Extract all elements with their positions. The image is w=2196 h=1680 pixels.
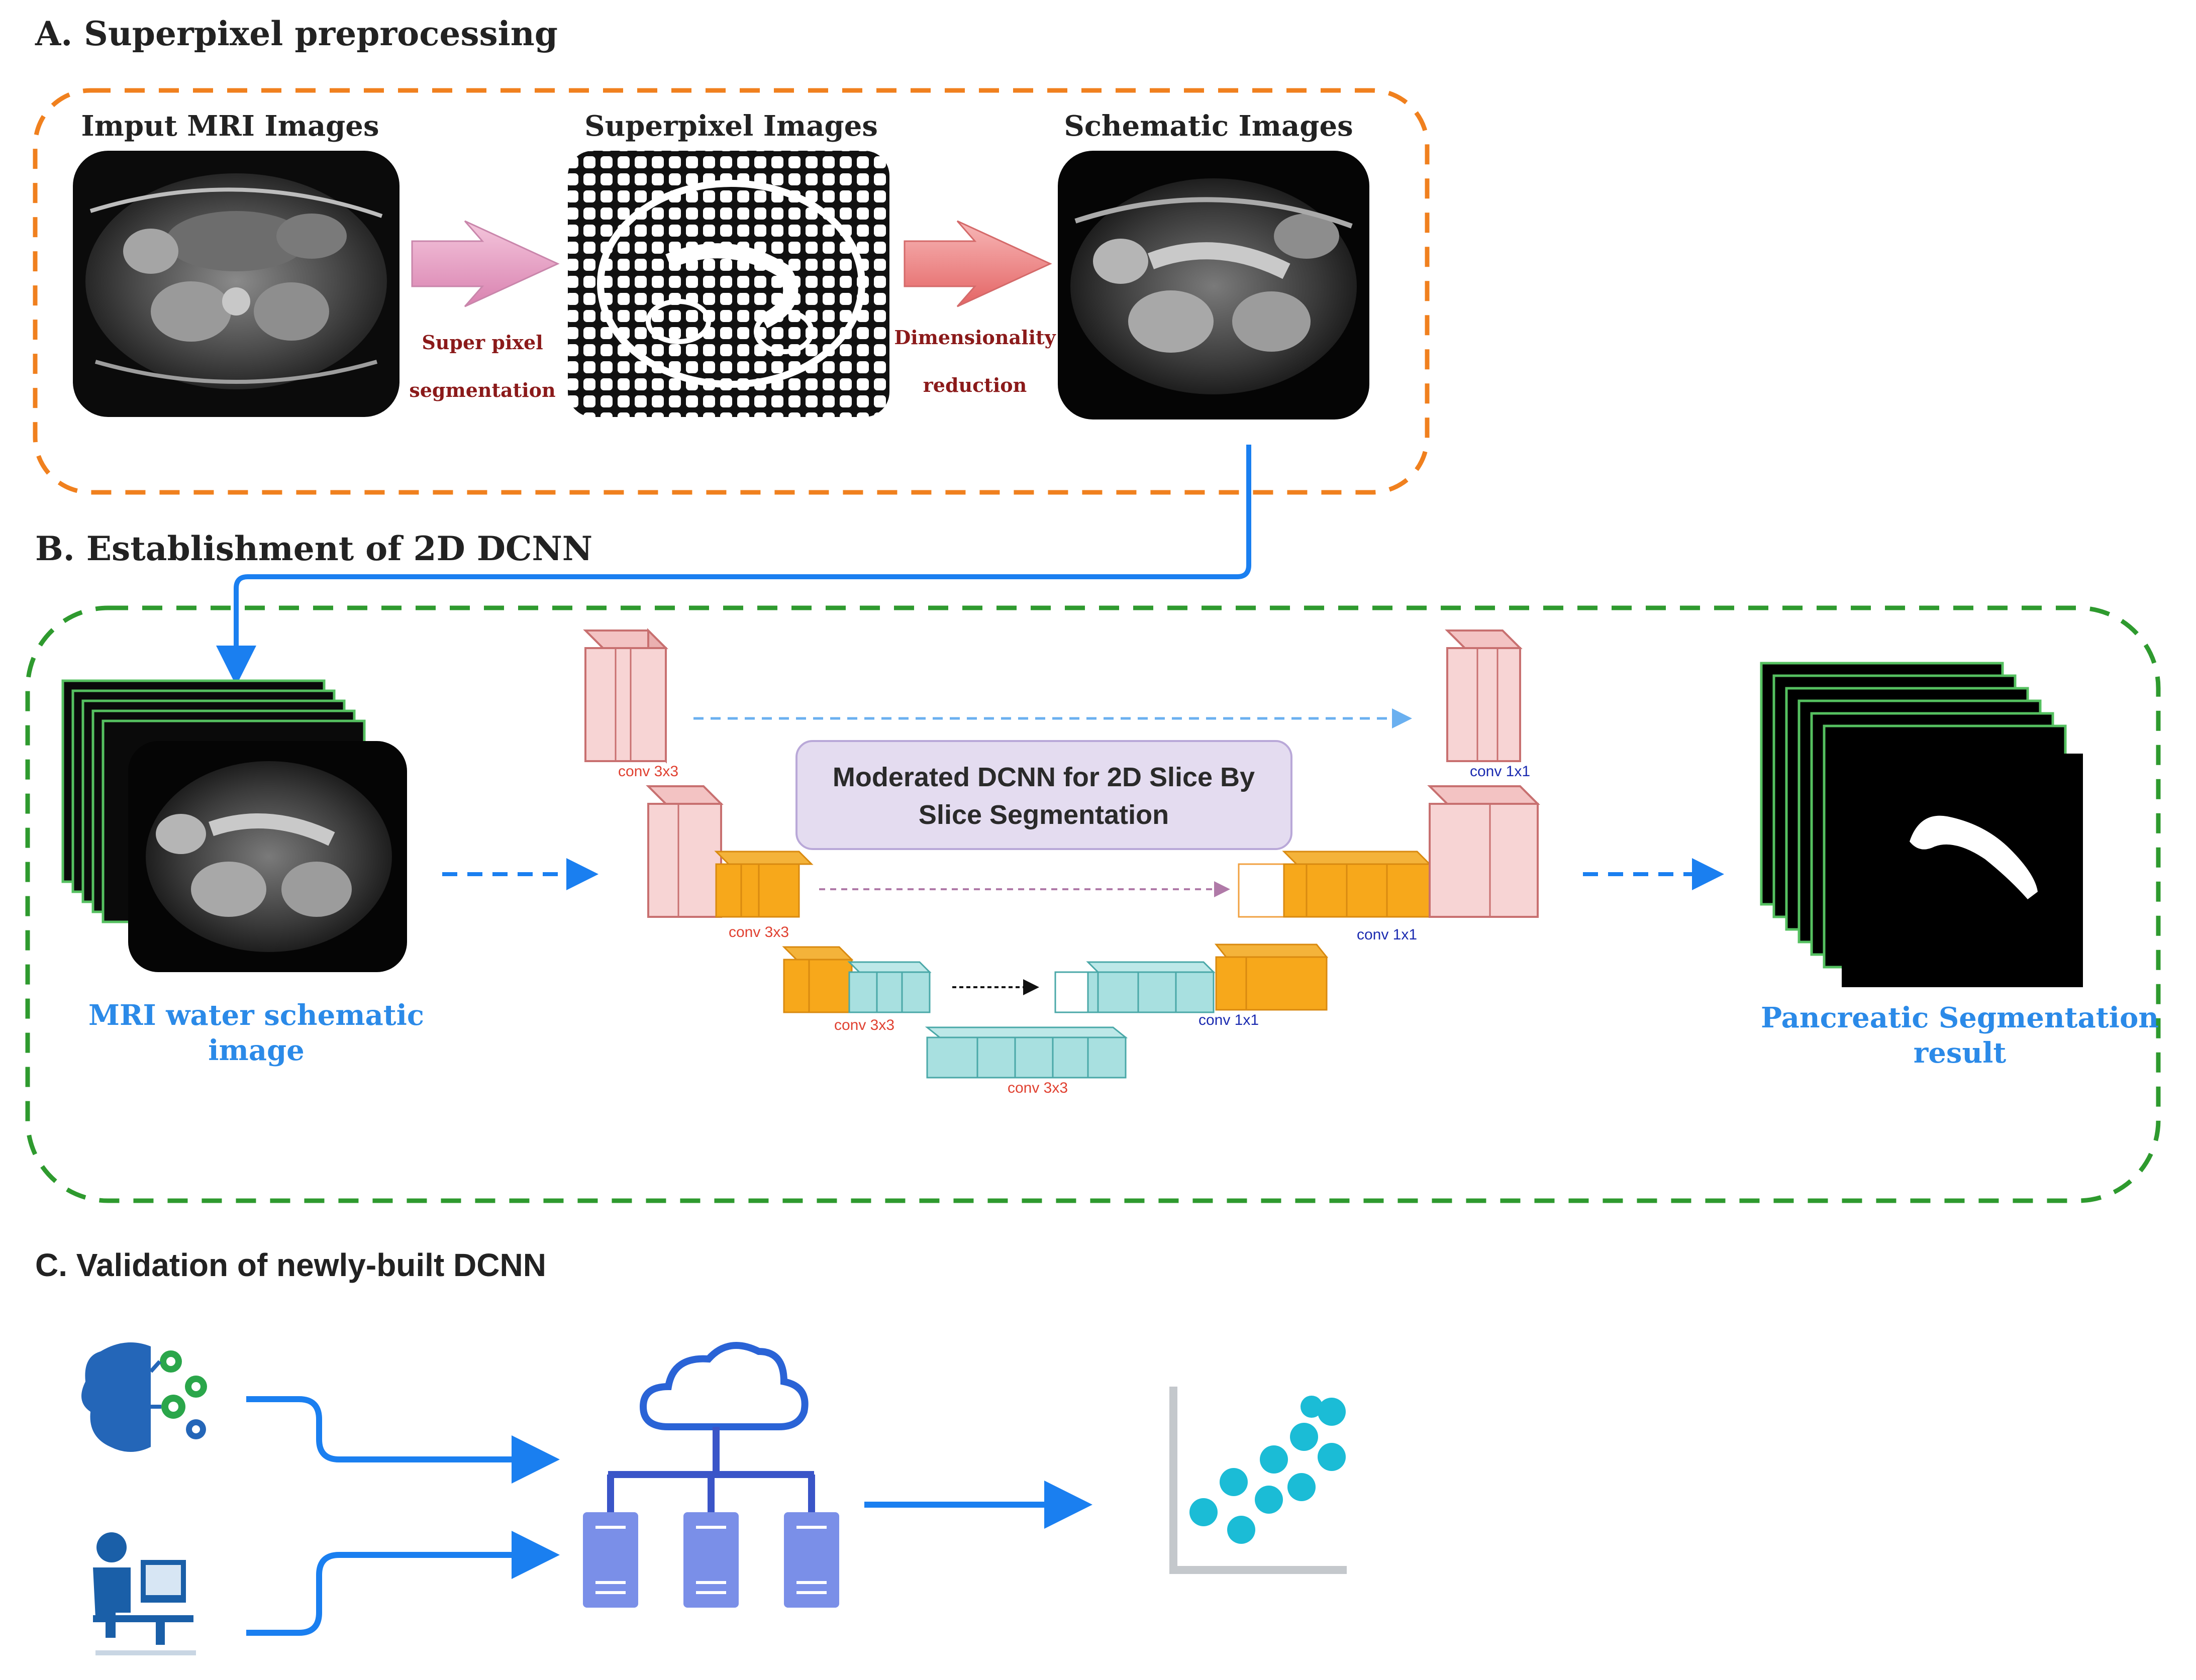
- schematic-image: [1058, 151, 1369, 419]
- conv-label-dec2: conv 1x1: [1357, 926, 1417, 943]
- step2-label-line2: reduction: [923, 374, 1027, 396]
- decoder-block-2: [1238, 785, 1540, 918]
- section-c-title: C. Validation of newly-built DCNN: [35, 1247, 546, 1283]
- encoder-block-3: [782, 946, 932, 1013]
- model-title-box: [795, 740, 1292, 850]
- encoder-block-2: [646, 785, 814, 918]
- superpixel-image: [568, 151, 889, 417]
- section-a-title: A. Superpixel preprocessing: [35, 14, 558, 53]
- input-image-label-line1: MRI water schematic: [88, 999, 424, 1032]
- person-at-computer-icon: [93, 1532, 196, 1655]
- preprocessing-frame: [33, 88, 1430, 495]
- output-label-line1: Pancreatic Segmentation: [1761, 1001, 2159, 1034]
- step1-label-line1: Super pixel: [422, 331, 543, 354]
- bottleneck-block: [925, 1026, 1128, 1079]
- model-title-line1: Moderated DCNN for 2D Slice By: [833, 762, 1255, 792]
- section-b-title: B. Establishment of 2D DCNN: [35, 529, 592, 568]
- conv-label-enc2: conv 3x3: [729, 924, 789, 940]
- section-connector-arrow: [216, 445, 1251, 686]
- conv-label-dec3: conv 1x1: [1199, 1012, 1259, 1028]
- input-mri-label: Imput MRI Images: [81, 110, 379, 143]
- input-image-label-line2: image: [208, 1034, 305, 1067]
- superpixel-step-arrow: [411, 220, 560, 307]
- conv-label-dec1: conv 1x1: [1470, 763, 1530, 780]
- cloud-network-icon: [583, 1342, 839, 1608]
- brain-gears-icon: [81, 1342, 207, 1452]
- scatter-plot-icon: [1169, 1387, 1347, 1574]
- brain-to-cloud-arrow: [246, 1396, 560, 1484]
- step2-label-line1: Dimensionality: [894, 326, 1056, 349]
- superpixel-label: Superpixel Images: [584, 110, 878, 143]
- conv-label-enc3: conv 3x3: [834, 1017, 894, 1033]
- decoder-block-1: [1445, 629, 1523, 762]
- step1-label-line2: segmentation: [409, 379, 555, 401]
- input-slice-stack: [61, 679, 407, 972]
- output-label-line2: result: [1914, 1036, 2007, 1070]
- dimensionality-step-arrow: [904, 220, 1052, 307]
- input-mri-image: [73, 151, 400, 417]
- person-to-cloud-arrow: [246, 1531, 560, 1636]
- encoder-block-1: [583, 628, 668, 764]
- dcnn-frame: [25, 605, 2161, 1203]
- decoder-block-3: [1054, 943, 1329, 1013]
- conv-label-enc1: conv 3x3: [618, 763, 678, 780]
- schematic-label: Schematic Images: [1064, 110, 1353, 143]
- output-mask-stack: [1760, 662, 2083, 987]
- model-title-line2: Slice Segmentation: [919, 800, 1169, 830]
- conv-label-bottleneck: conv 3x3: [1008, 1080, 1068, 1096]
